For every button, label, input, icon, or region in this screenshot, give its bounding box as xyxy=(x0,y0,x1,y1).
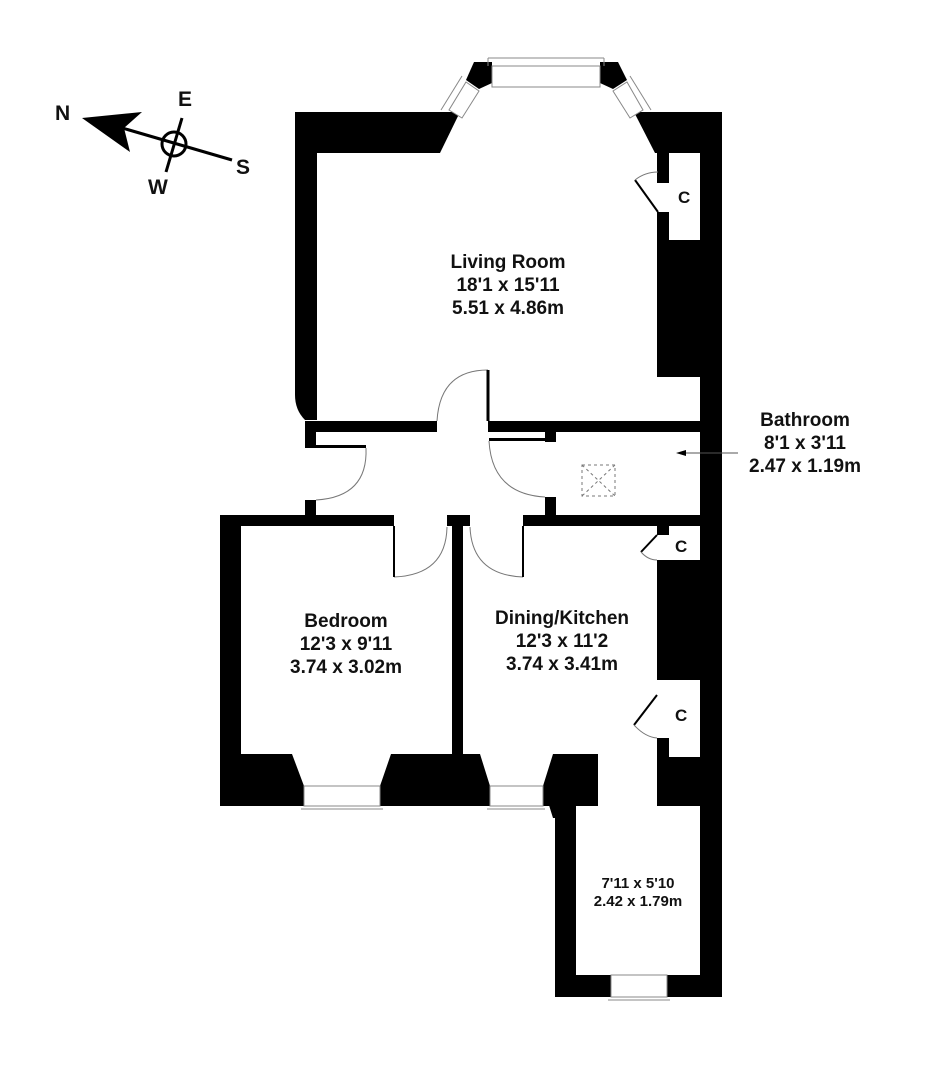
room-size-metric: 3.74 x 3.41m xyxy=(506,654,618,676)
room-size-metric: 5.51 x 4.86m xyxy=(452,298,564,320)
room-size-imperial: 7'11 x 5'10 xyxy=(601,875,675,892)
room-size-metric: 3.74 x 3.02m xyxy=(290,657,402,679)
room-name: Living Room xyxy=(450,252,566,273)
north-arrow-icon xyxy=(82,112,142,152)
compass-north-label: N xyxy=(55,102,71,125)
bay-window xyxy=(440,57,652,119)
closet-label-kitchen-upper: C xyxy=(675,537,688,556)
compass-east-label: E xyxy=(178,88,193,111)
room-size-metric: 2.47 x 1.19m xyxy=(749,456,861,478)
room-name: Bathroom xyxy=(760,410,850,431)
room-size-imperial: 18'1 x 15'11 xyxy=(456,275,560,297)
room-label-living-room: Living Room 18'1 x 15'11 5.51 x 4.86m xyxy=(418,251,598,321)
room-label-kitchen-annex: 7'11 x 5'10 2.42 x 1.79m xyxy=(576,875,700,912)
hallway-walls xyxy=(220,432,702,526)
room-label-bedroom: Bedroom 12'3 x 9'11 3.74 x 3.02m xyxy=(256,610,436,680)
compass-icon xyxy=(82,112,233,173)
closet-door-living xyxy=(634,171,659,213)
door-swings xyxy=(315,369,546,578)
lower-windows xyxy=(301,785,670,1001)
room-name: Dining/Kitchen xyxy=(494,608,630,629)
ceiling-fixture-icon xyxy=(581,464,616,497)
room-label-dining-kitchen: Dining/Kitchen 12'3 x 11'2 3.74 x 3.41m xyxy=(472,607,652,677)
closet-doors-kitchen xyxy=(633,534,658,739)
room-size-imperial: 12'3 x 9'11 xyxy=(299,634,393,656)
closet-label-kitchen-lower: C xyxy=(675,706,688,725)
room-name: Bedroom xyxy=(304,611,388,632)
bathroom-pointer-arrow xyxy=(676,450,738,456)
compass-west-label: W xyxy=(148,176,168,199)
closet-label-living: C xyxy=(678,188,691,207)
room-label-bathroom: Bathroom 8'1 x 3'11 2.47 x 1.19m xyxy=(730,409,880,479)
lower-walls xyxy=(220,515,722,997)
room-size-imperial: 12'3 x 11'2 xyxy=(515,631,609,653)
room-size-imperial: 8'1 x 3'11 xyxy=(764,433,846,455)
compass-south-label: S xyxy=(236,156,251,179)
room-size-metric: 2.42 x 1.79m xyxy=(593,893,683,911)
living-room-walls xyxy=(295,62,722,997)
